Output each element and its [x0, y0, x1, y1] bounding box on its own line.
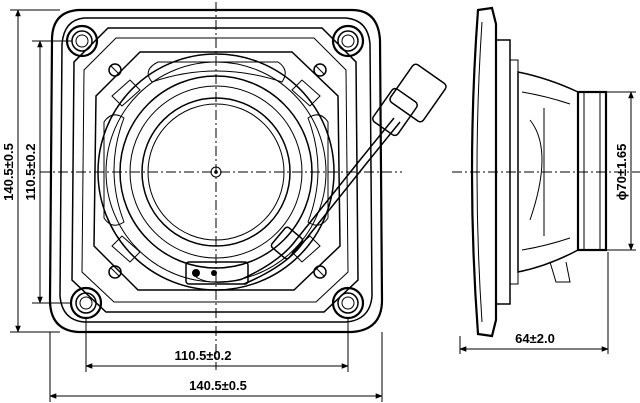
front-view — [40, 2, 447, 370]
mount-hole-bottom-left — [69, 286, 103, 320]
outer-frame — [48, 8, 384, 334]
dim-side-depth: 64±2.0 — [515, 331, 555, 346]
mount-hole-top-right — [331, 24, 365, 58]
mount-hole-bottom-right — [331, 286, 365, 320]
dim-front-width-outer: 140.5±0.5 — [189, 378, 247, 393]
dim-front-height-outer: 140.5±0.5 — [1, 143, 16, 201]
screw-bottom-left — [108, 265, 122, 279]
dim-front-height-inner: 110.5±0.2 — [23, 143, 38, 200]
screw-top-right — [313, 63, 327, 77]
screw-top-left — [108, 63, 122, 77]
dim-magnet-diameter: ϕ70±1.65 — [614, 144, 629, 201]
dimensioning: 140.5±0.5 110.5±0.2 110.5±0.2 140.5±0.5 … — [1, 9, 636, 402]
dim-front-width-inner: 110.5±0.2 — [174, 348, 231, 363]
connector-plug — [372, 87, 418, 137]
inner-frame — [59, 17, 373, 323]
side-view — [452, 6, 640, 338]
lead-wire-connector — [239, 63, 447, 285]
side-frame — [470, 6, 498, 338]
screw-bottom-right — [313, 265, 327, 279]
terminal-block — [185, 261, 249, 285]
side-magnet — [576, 90, 608, 252]
